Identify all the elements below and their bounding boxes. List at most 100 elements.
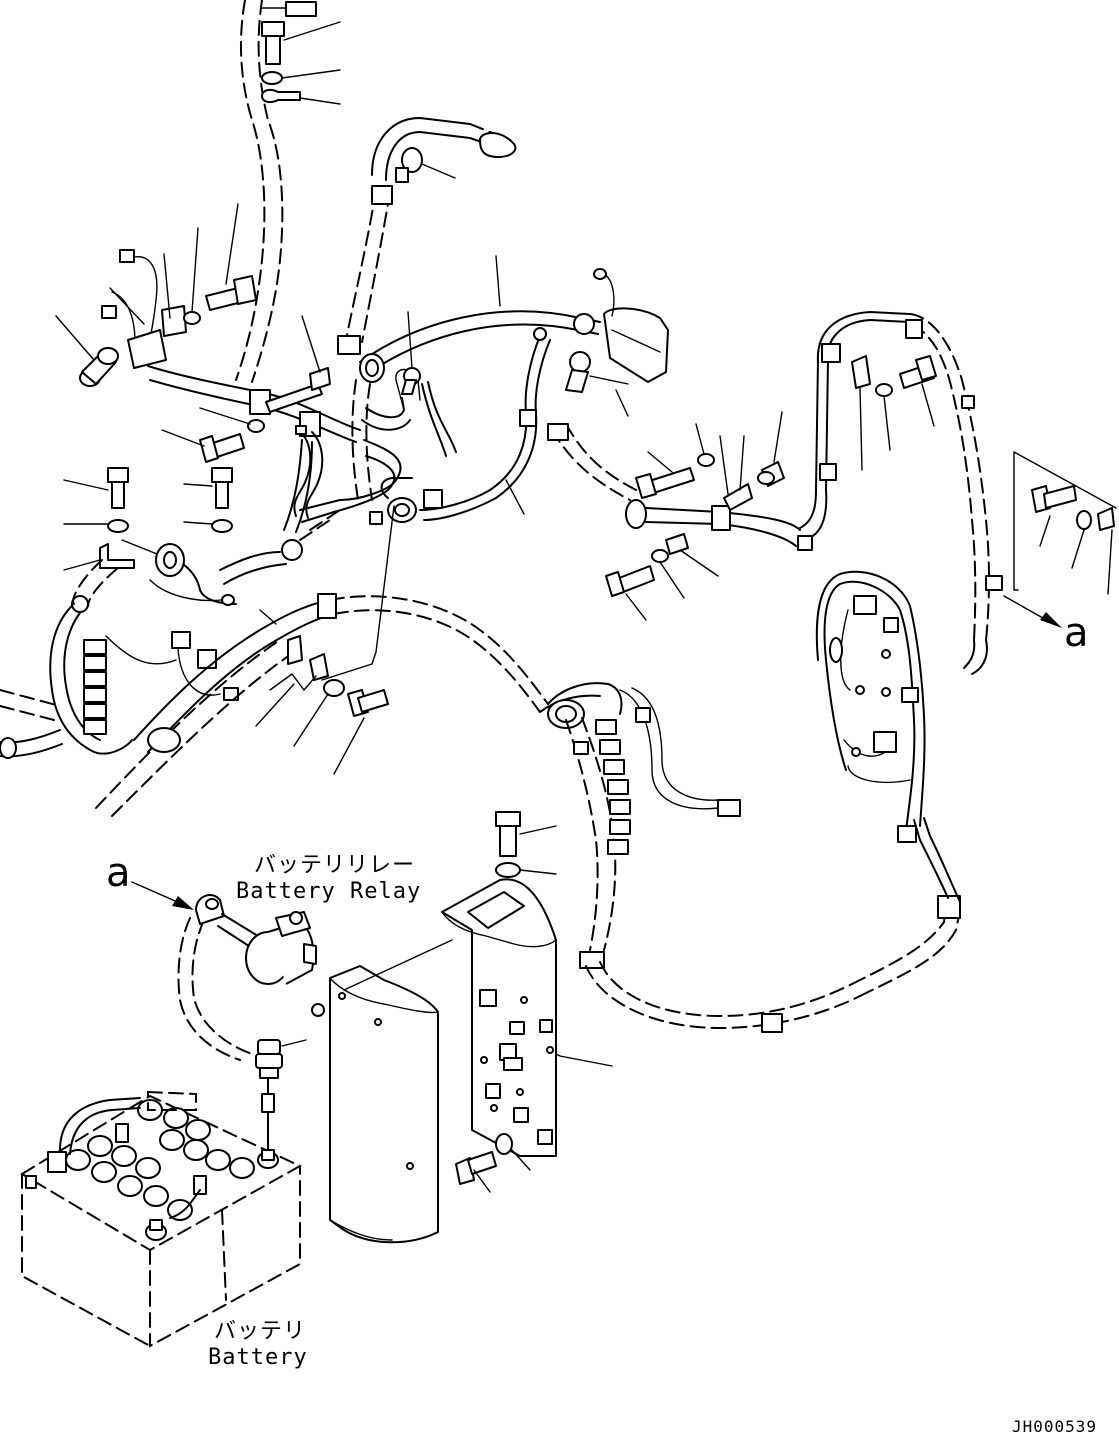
terminal-icon — [295, 425, 307, 435]
connector-block-left — [0, 439, 341, 759]
connector-icon — [635, 707, 651, 723]
left-bolts — [63, 467, 233, 571]
clamp-icon — [317, 593, 337, 619]
connector-icon — [223, 687, 239, 701]
battery-relay-label-en: Battery Relay — [236, 879, 421, 904]
connector-icon — [101, 305, 117, 319]
bracket-icon — [723, 483, 753, 511]
harness-right-center — [547, 359, 837, 621]
grommet-icon — [547, 699, 585, 729]
washer-icon — [107, 519, 129, 533]
grommet-icon — [155, 543, 185, 577]
terminal-icon — [195, 894, 225, 925]
harness-center — [293, 255, 601, 525]
clamp-icon — [309, 367, 331, 391]
bracket-icon — [127, 329, 167, 369]
clamp-icon — [819, 463, 837, 481]
battery-relay — [177, 894, 317, 1153]
washer-icon — [495, 862, 521, 878]
harness-top-left — [235, 0, 317, 383]
detail-callout-right — [1013, 451, 1117, 595]
right-tall-component — [815, 570, 926, 843]
connector-icon — [197, 649, 217, 669]
clamp-icon — [711, 505, 731, 531]
relay-body-icon — [245, 911, 317, 985]
terminal-icon — [115, 1123, 129, 1143]
battery-cells-icon — [65, 1099, 255, 1221]
washer-icon — [183, 311, 201, 325]
battery — [20, 1090, 303, 1348]
detail-ref-a-left: a — [106, 850, 131, 896]
clamp-icon — [573, 741, 589, 755]
clamp-icon — [961, 395, 975, 409]
connector-icon — [119, 249, 135, 263]
connector-icon — [171, 631, 191, 649]
bolt-icon — [605, 565, 655, 597]
clamp-icon — [519, 409, 537, 427]
terminal-icon — [565, 351, 591, 393]
bracket-icon — [99, 543, 135, 569]
washer-icon — [697, 453, 715, 467]
clamp-icon — [161, 305, 187, 337]
bolt-icon — [347, 689, 389, 717]
terminal-icon — [533, 327, 547, 341]
terminal-icon — [255, 1039, 283, 1079]
terminal-icon — [193, 1175, 207, 1195]
washer-icon — [875, 383, 893, 397]
relay-bracket — [441, 811, 613, 1193]
washer-icon — [495, 1133, 513, 1155]
left-connectors — [55, 203, 257, 387]
connector-icon — [883, 617, 899, 633]
connector-icon — [873, 731, 897, 753]
bolt-icon — [455, 1151, 497, 1185]
harness-center-right — [380, 327, 551, 523]
harness-right-loop — [539, 682, 961, 1033]
bolt-icon — [211, 467, 233, 509]
clamp-icon — [337, 335, 361, 355]
harness-top-center — [337, 117, 517, 355]
top-fasteners — [261, 21, 341, 105]
terminal-icon — [287, 635, 303, 665]
clamp-icon — [547, 423, 569, 441]
washer-icon — [323, 679, 345, 697]
grommet-icon — [147, 727, 181, 753]
grommet-icon — [387, 497, 417, 523]
battery-terminal-icon — [257, 1149, 279, 1169]
clamp-icon — [761, 1013, 783, 1033]
spacer-icon — [757, 461, 785, 487]
connector-icon — [603, 307, 669, 383]
clamp-icon — [985, 575, 1003, 591]
clamp-icon — [665, 533, 689, 555]
bolt-icon — [899, 355, 937, 389]
connector-icon — [285, 1, 317, 17]
grommet-icon — [359, 353, 385, 383]
drawing-code: JH000539 — [1012, 1417, 1097, 1436]
connector-stack-icon — [595, 719, 631, 855]
clamp-icon — [937, 895, 961, 919]
connector-icon — [853, 595, 877, 615]
battery-relay-label-jp: バッテリリレー — [254, 853, 415, 878]
clamp-icon — [821, 343, 841, 363]
bolt-icon — [495, 811, 521, 857]
clamp-icon — [905, 319, 923, 339]
bolt-icon — [635, 467, 695, 499]
arrow-icon — [1003, 595, 1062, 628]
connector-stack-icon — [83, 639, 107, 735]
detail-ref-a-right: a — [1064, 610, 1089, 656]
connector-icon — [717, 799, 741, 817]
washer-icon — [1076, 510, 1092, 530]
harness-main-sweep — [95, 505, 549, 817]
connector-icon — [479, 132, 517, 158]
cover-plate — [311, 939, 453, 1244]
harness-top-right — [816, 311, 1003, 675]
harness-main-left — [147, 315, 361, 463]
bolt-icon — [1031, 485, 1077, 513]
clamp-icon — [579, 951, 605, 969]
battery-label-jp: バッテリ — [214, 1319, 306, 1344]
relay-icon — [479, 989, 553, 1145]
terminal-icon — [261, 88, 301, 104]
bolt-icon — [199, 433, 245, 463]
bolt-icon — [205, 275, 257, 311]
top-right-connector — [565, 268, 669, 417]
spacer-icon — [79, 347, 119, 387]
